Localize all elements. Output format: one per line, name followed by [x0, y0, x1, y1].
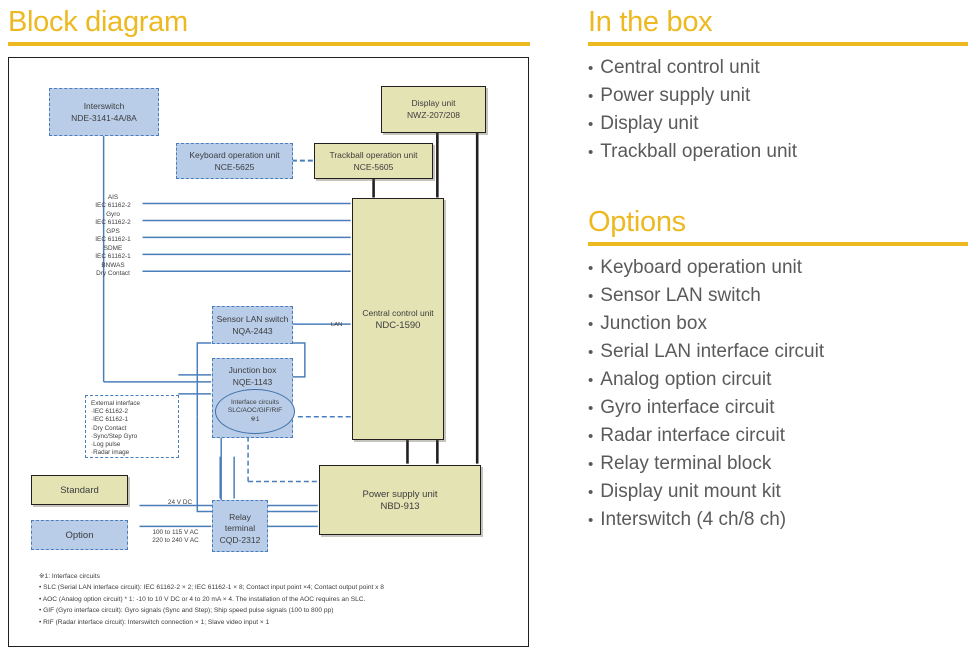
options-item-4: Analog option circuit	[588, 366, 824, 394]
block-relay-terminal[interactable]: Relay terminal CQD-2312	[212, 500, 268, 552]
signal-ais-name: AIS	[107, 194, 119, 201]
power-label-ac1: 100 to 115 V AC	[152, 529, 199, 536]
block-display-unit-name: Display unit	[411, 98, 456, 108]
footnote-gif: • GIF (Gyro interface circuit): Gyro sig…	[39, 607, 334, 615]
block-sensor-lan-name: Sensor LAN switch	[216, 313, 289, 324]
interface-circuits-line1: Interface circuits	[230, 398, 279, 406]
options-item-1: Sensor LAN switch	[588, 282, 824, 310]
signal-sdme-standard: IEC 61162-1	[95, 253, 131, 261]
interface-circuits-note-ref: ※1	[250, 415, 260, 423]
external-interface-item-5: ·Radar image	[91, 449, 130, 457]
power-label-ac2: 220 to 240 V AC	[152, 537, 199, 545]
footnotes: ※1: Interface circuits • SLC (Serial LAN…	[39, 571, 509, 628]
block-interswitch-model: NDE-3141-4A/8A	[71, 112, 137, 123]
legend-option: Option	[31, 520, 128, 550]
in-the-box-item-2: Display unit	[588, 110, 797, 138]
in-the-box-item-0: Central control unit	[588, 54, 797, 82]
block-sensor-lan-model: NQA-2443	[232, 325, 273, 336]
block-keyboard-operation-unit[interactable]: Keyboard operation unit NCE-5625	[176, 143, 293, 179]
signal-gps-standard: IEC 61162-1	[95, 236, 131, 244]
options-item-5: Gyro interface circuit	[588, 394, 824, 422]
signal-label-gps: GPS IEC 61162-1	[83, 228, 143, 244]
signal-gps-name: GPS	[106, 228, 120, 235]
legend-option-label: Option	[65, 529, 94, 541]
footnote-rif: • RIF (Radar interface circuit): Intersw…	[39, 618, 270, 626]
legend-standard: Standard	[31, 475, 128, 505]
title-underline-options	[588, 242, 968, 246]
options-item-7: Relay terminal block	[588, 450, 824, 478]
block-interswitch-name: Interswitch	[83, 100, 125, 111]
block-junction-model: NQE-1143	[232, 377, 273, 387]
block-relay-model: CQD-2312	[219, 535, 261, 545]
external-interface-item-4: ·Log pulse	[91, 441, 121, 449]
in-the-box-item-3: Trackball operation unit	[588, 138, 797, 166]
signal-label-ais: AIS IEC 61162-2	[83, 194, 143, 210]
block-central-model: NDC-1590	[375, 319, 421, 331]
external-interface-title: External interface	[91, 400, 141, 407]
block-relay-name: Relay terminal	[224, 512, 256, 533]
signal-bnwas-name: BNWAS	[101, 262, 125, 269]
external-interface-item-2: ·Dry Contact	[91, 424, 127, 432]
signal-ais-standard: IEC 61162-2	[95, 202, 131, 210]
signal-label-sdme: SDME IEC 61162-1	[83, 245, 143, 261]
external-interface-item-0: ·IEC 61162-2	[91, 408, 128, 416]
block-power-supply-unit[interactable]: Power supply unit NBD-913	[319, 465, 481, 535]
external-interface-item-3: ·Sync/Step Gyro	[91, 432, 138, 440]
block-power-name: Power supply unit	[362, 488, 438, 500]
block-trackball-name: Trackball operation unit	[329, 149, 418, 160]
options-item-8: Display unit mount kit	[588, 478, 824, 506]
signal-gyro-name: Gyro	[106, 211, 120, 218]
block-power-model: NBD-913	[380, 500, 420, 512]
footnote-slc: • SLC (Serial LAN interface circuit): IE…	[39, 584, 384, 592]
in-the-box-title: In the box	[588, 6, 713, 38]
block-display-unit-model: NWZ-207/208	[407, 110, 460, 120]
signal-gyro-standard: IEC 61162-2	[95, 219, 131, 227]
block-trackball-model: NCE-5605	[353, 161, 394, 172]
external-interface-item-1: ·IEC 61162-1	[91, 416, 128, 424]
options-list: Keyboard operation unit Sensor LAN switc…	[588, 254, 824, 534]
block-keyboard-model: NCE-5625	[214, 161, 255, 172]
interface-circuits-line2: SLC/AOC/GIF/RIF	[227, 407, 283, 415]
title-underline-in-the-box	[588, 42, 968, 46]
external-interface-box: External interface ·IEC 61162-2 ·IEC 611…	[85, 395, 179, 458]
page-title: Block diagram	[8, 6, 188, 38]
options-title: Options	[588, 206, 686, 238]
legend-standard-label: Standard	[60, 484, 99, 496]
title-underline-left	[8, 42, 530, 46]
interface-circuits-ellipse[interactable]: Interface circuits SLC/AOC/GIF/RIF ※1	[215, 389, 295, 434]
options-item-0: Keyboard operation unit	[588, 254, 824, 282]
power-label-dc: 24 V DC	[167, 499, 193, 506]
options-item-2: Junction box	[588, 310, 824, 338]
block-diagram-panel: Interswitch NDE-3141-4A/8A Display unit …	[8, 57, 529, 647]
block-central-name: Central control unit	[362, 307, 434, 318]
lan-label: LAN	[331, 322, 343, 328]
in-the-box-item-1: Power supply unit	[588, 82, 797, 110]
block-interswitch[interactable]: Interswitch NDE-3141-4A/8A	[49, 88, 159, 136]
power-label-ac: 100 to 115 V AC 220 to 240 V AC	[140, 529, 211, 545]
options-item-6: Radar interface circuit	[588, 422, 824, 450]
options-item-9: Interswitch (4 ch/8 ch)	[588, 506, 824, 534]
signal-label-bnwas: BNWAS Dry Contact	[83, 262, 143, 278]
block-display-unit[interactable]: Display unit NWZ-207/208	[381, 86, 486, 133]
signal-sdme-name: SDME	[103, 245, 123, 252]
block-keyboard-name: Keyboard operation unit	[189, 149, 280, 160]
block-junction-name: Junction box	[228, 365, 277, 375]
block-sensor-lan-switch[interactable]: Sensor LAN switch NQA-2443	[212, 306, 293, 344]
keyboard-trackball-link	[291, 159, 313, 162]
signal-label-gyro: Gyro IEC 61162-2	[83, 211, 143, 227]
block-central-control-unit[interactable]: Central control unit NDC-1590	[352, 198, 444, 440]
options-item-3: Serial LAN interface circuit	[588, 338, 824, 366]
signal-bnwas-standard: Dry Contact	[96, 270, 130, 278]
block-trackball-operation-unit[interactable]: Trackball operation unit NCE-5605	[314, 143, 433, 179]
footnote-aoc: • AOC (Analog option circuit) * 1: -10 t…	[39, 595, 366, 603]
footnote-title: ※1: Interface circuits	[39, 573, 100, 580]
in-the-box-list: Central control unit Power supply unit D…	[588, 54, 797, 166]
